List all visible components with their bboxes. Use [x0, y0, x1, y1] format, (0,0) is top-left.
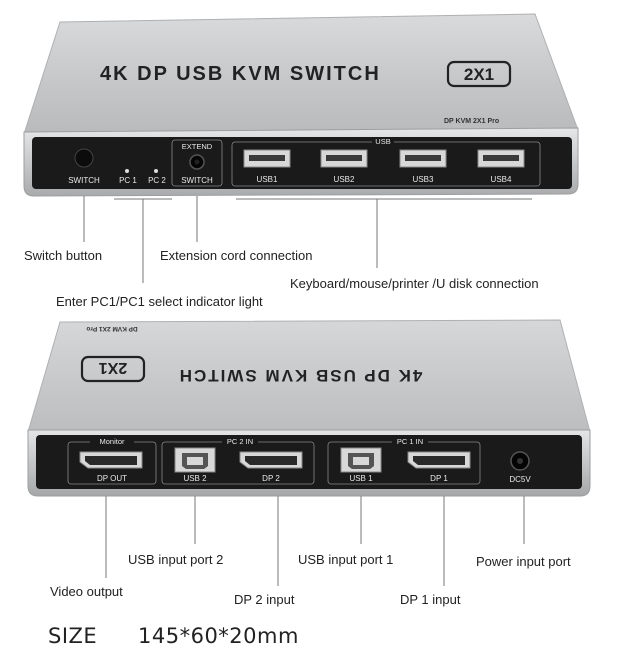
dp2-port-icon[interactable] [239, 451, 303, 469]
back-badge-frame [80, 355, 146, 383]
callout-keyboard-mouse: Keyboard/mouse/printer /U disk connectio… [290, 276, 539, 291]
pc1-label: PC 1 [119, 176, 137, 185]
usb4-label: USB4 [491, 175, 512, 184]
usb1-port-icon[interactable] [243, 149, 291, 168]
dp1-label: DP 1 [430, 474, 448, 483]
dp-out-label: DP OUT [97, 474, 127, 483]
usb2-label: USB2 [334, 175, 355, 184]
size-row: SIZE 145*60*20mm [48, 624, 299, 648]
callout-indicator-light: Enter PC1/PC1 select indicator light [56, 294, 263, 309]
usb2-port-icon[interactable] [320, 149, 368, 168]
dp2-label: DP 2 [262, 474, 280, 483]
size-label: SIZE [48, 624, 98, 648]
front-badge-frame [446, 60, 512, 88]
usb4-port-icon[interactable] [477, 149, 525, 168]
usb1-b-port-icon[interactable] [340, 447, 382, 473]
extend-jack-core-icon [194, 159, 200, 165]
back-black-panel [36, 435, 582, 489]
usb1-input-label: USB 1 [349, 474, 373, 483]
extend-label: EXTEND [182, 142, 213, 151]
usb-group-label: USB [375, 137, 390, 146]
front-callout-lines [83, 196, 532, 283]
callout-power-input: Power input port [476, 554, 571, 569]
monitor-label: Monitor [99, 437, 125, 446]
monitor-label-bg [90, 437, 134, 446]
callout-dp2-input: DP 2 input [234, 592, 295, 607]
switch-button-icon[interactable] [74, 148, 94, 168]
callout-video-output: Video output [50, 584, 123, 599]
dc5v-jack-core-icon [517, 458, 523, 464]
callout-extension-cord: Extension cord connection [160, 248, 313, 263]
front-model: DP KVM 2X1 Pro [444, 118, 499, 125]
extend-frame [171, 139, 223, 187]
pc1-in-label: PC 1 IN [397, 437, 423, 446]
usb1-label: USB1 [257, 175, 278, 184]
callout-switch-button: Switch button [24, 248, 103, 263]
callout-usb-input-2: USB input port 2 [128, 552, 224, 567]
usb-group-label-bg [372, 138, 394, 146]
pc2-in-label-bg [222, 437, 258, 446]
callout-usb-input-1: USB input port 1 [298, 552, 394, 567]
dp-out-port-icon[interactable] [79, 451, 143, 469]
front-device-illustration: 4K DP USB KVM SWITCH 2X1 DP KVM 2X1 Pro … [23, 13, 579, 283]
pc2-label: PC 2 [148, 176, 166, 185]
size-value: 145*60*20mm [138, 624, 299, 648]
usb3-port-icon[interactable] [399, 149, 447, 168]
dc5v-label: DC5V [509, 475, 531, 484]
callout-dp1-input: DP 1 input [400, 592, 461, 607]
back-badge: 2X1 [99, 359, 128, 376]
usb2-input-label: USB 2 [183, 474, 207, 483]
switch-label: SWITCH [68, 176, 100, 185]
back-title: 4K DP USB KVM SWITCH [178, 366, 423, 385]
back-callout-lines [105, 496, 525, 586]
back-model: DP KVM 2X1 Pro [86, 325, 137, 332]
pc1-in-label-bg [392, 437, 428, 446]
dp1-port-icon[interactable] [407, 451, 471, 469]
front-badge: 2X1 [464, 65, 494, 84]
usb3-label: USB3 [413, 175, 434, 184]
pc2-led-icon [154, 169, 158, 173]
usb2-b-port-icon[interactable] [174, 447, 216, 473]
extend-switch-label: SWITCH [181, 176, 213, 185]
pc2-in-label: PC 2 IN [227, 437, 253, 446]
front-title: 4K DP USB KVM SWITCH [100, 63, 381, 85]
pc1-led-icon [125, 169, 129, 173]
